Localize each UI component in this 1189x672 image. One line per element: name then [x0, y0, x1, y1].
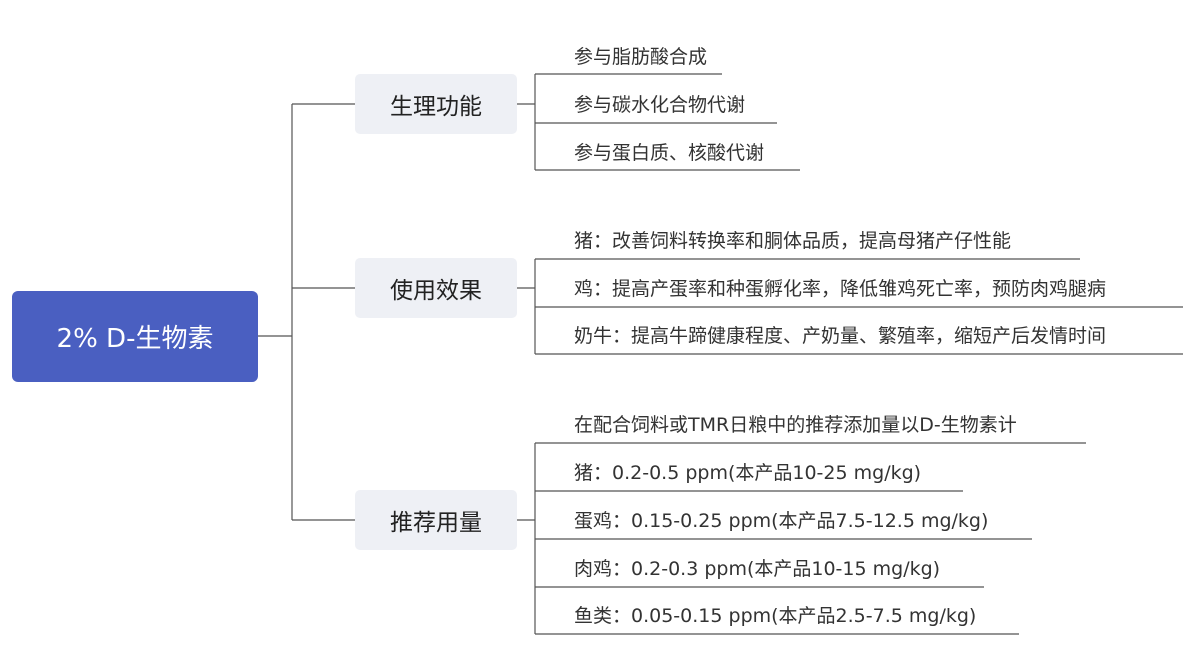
leaf-item[interactable]: 鸡：提高产蛋率和种蛋孵化率，降低雏鸡死亡率，预防肉鸡腿病 — [574, 278, 1107, 300]
leaf-item[interactable]: 猪：改善饲料转换率和胴体品质，提高母猪产仔性能 — [574, 230, 1012, 252]
leaf-item[interactable]: 蛋鸡：0.15-0.25 ppm(本产品7.5-12.5 mg/kg) — [574, 510, 989, 532]
leaf-item[interactable]: 参与脂肪酸合成 — [574, 46, 708, 68]
branch-label: 使用效果 — [390, 278, 482, 304]
root-label: 2% D-生物素 — [56, 324, 214, 354]
branch-node-dosage[interactable]: 推荐用量 — [355, 490, 517, 550]
branch-label: 推荐用量 — [390, 510, 482, 536]
branch-node-effects[interactable]: 使用效果 — [355, 258, 517, 318]
root-node[interactable]: 2% D-生物素 — [12, 291, 258, 382]
leaf-item[interactable]: 参与碳水化合物代谢 — [574, 94, 746, 116]
leaf-item[interactable]: 参与蛋白质、核酸代谢 — [574, 142, 765, 164]
leaf-item[interactable]: 奶牛：提高牛蹄健康程度、产奶量、繁殖率，缩短产后发情时间 — [574, 325, 1107, 347]
branch-label: 生理功能 — [390, 94, 482, 120]
leaf-item[interactable]: 肉鸡：0.2-0.3 ppm(本产品10-15 mg/kg) — [574, 558, 941, 580]
branch-node-physiology[interactable]: 生理功能 — [355, 74, 517, 134]
leaf-item[interactable]: 在配合饲料或TMR日粮中的推荐添加量以D-生物素计 — [574, 414, 1017, 436]
leaf-item[interactable]: 猪：0.2-0.5 ppm(本产品10-25 mg/kg) — [574, 462, 922, 484]
leaf-item[interactable]: 鱼类：0.05-0.15 ppm(本产品2.5-7.5 mg/kg) — [574, 605, 977, 627]
